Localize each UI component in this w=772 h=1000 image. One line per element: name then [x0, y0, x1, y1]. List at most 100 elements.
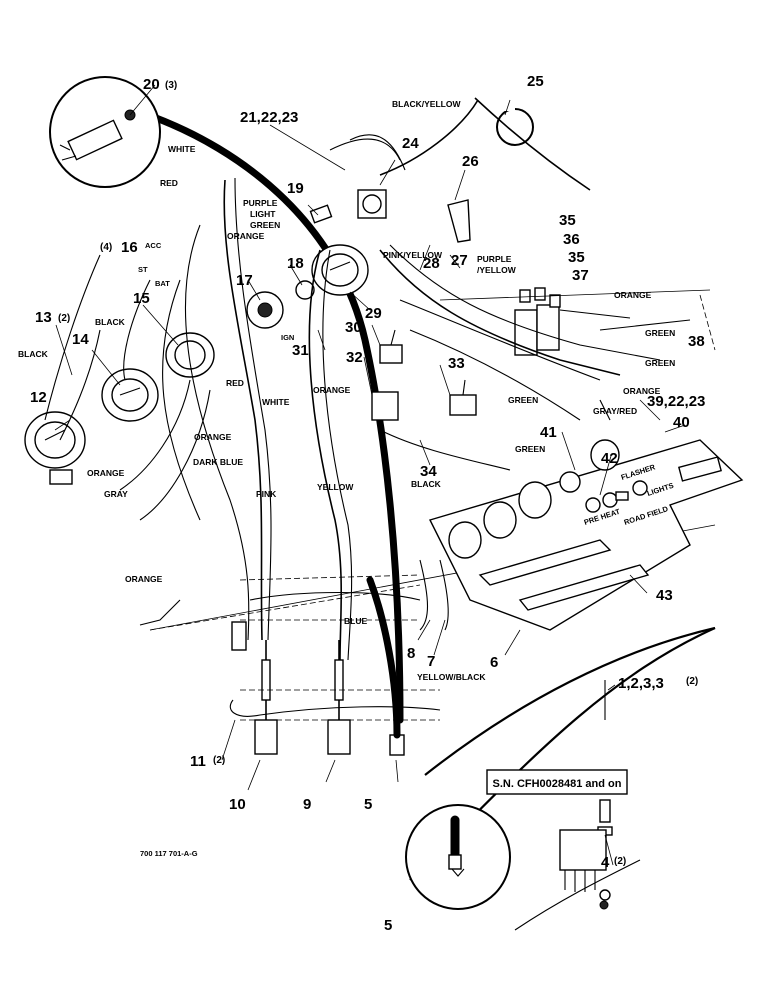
- callout-1-qty: (2): [686, 676, 698, 687]
- label-purple: PURPLE: [243, 198, 278, 208]
- callout-13: 13: [35, 309, 52, 326]
- gauge-29: [311, 244, 369, 296]
- label-orange-left: ORANGE: [194, 432, 232, 442]
- label-purple-yellow-2: /YELLOW: [477, 265, 517, 275]
- switch-18: [295, 280, 315, 300]
- switch-33: [449, 379, 477, 416]
- label-black-14: BLACK: [95, 317, 126, 327]
- callout-25: 25: [527, 73, 544, 90]
- label-orange-bottom: ORANGE: [125, 574, 163, 584]
- label-acc: ACC: [145, 241, 162, 250]
- callout-35-lower: 35: [568, 249, 585, 266]
- callout-19: 19: [287, 180, 304, 197]
- callout-40: 40: [673, 414, 690, 431]
- switch-30: [379, 329, 403, 364]
- label-green-mid: GREEN: [645, 358, 675, 368]
- label-orange-12: ORANGE: [87, 468, 125, 478]
- callout-26: 26: [462, 153, 479, 170]
- label-light: LIGHT: [250, 209, 276, 219]
- label-red-center: RED: [226, 378, 244, 388]
- callout-numbers: 20 (3) 25 21,22,23 24 26 19 16 (4) 18 28…: [30, 73, 705, 934]
- serial-number-label: S.N. CFH0028481 and on: [493, 778, 622, 790]
- callout-10: 10: [229, 796, 246, 813]
- label-st: ST: [138, 265, 148, 274]
- leader-lines: [54, 84, 686, 866]
- callout-6: 6: [490, 654, 498, 671]
- label-white-top: WHITE: [168, 144, 196, 154]
- callout-30: 30: [345, 319, 362, 336]
- callout-43: 43: [656, 587, 673, 604]
- callout-29: 29: [365, 305, 382, 322]
- label-orange-center: ORANGE: [313, 385, 351, 395]
- callout-34: 34: [420, 463, 437, 480]
- callout-31: 31: [292, 342, 309, 359]
- callout-38: 38: [688, 333, 705, 350]
- flasher-32: [371, 391, 399, 421]
- label-white-center: WHITE: [262, 397, 290, 407]
- label-green-lower: GREEN: [508, 395, 538, 405]
- callout-16: 16: [121, 239, 138, 256]
- callout-4: 4: [601, 854, 610, 871]
- label-pink: PINK: [256, 489, 277, 499]
- label-green-panel: GREEN: [515, 444, 545, 454]
- callout-11-qty: (2): [213, 755, 225, 766]
- label-purple-yellow-1: PURPLE: [477, 254, 512, 264]
- callout-16-qty: (4): [100, 242, 112, 253]
- callout-39: 39,22,23: [647, 393, 705, 410]
- label-yellow-black: YELLOW/BLACK: [417, 672, 486, 682]
- detail-circle-5: [405, 804, 511, 910]
- callout-7: 7: [427, 653, 435, 670]
- serial-box: S.N. CFH0028481 and on: [486, 769, 628, 795]
- callout-9: 9: [303, 796, 311, 813]
- label-ign: IGN: [281, 333, 294, 342]
- connector-9: [327, 640, 351, 755]
- callout-42: 42: [601, 450, 618, 467]
- gauge-14: [101, 368, 159, 422]
- label-red-top: RED: [160, 178, 178, 188]
- cable-5: [366, 576, 401, 739]
- callout-11: 11: [190, 753, 206, 770]
- callout-35-top: 35: [559, 212, 576, 229]
- callout-1: 1,2,3,3: [618, 675, 664, 692]
- figure-code: 700 117 701-A-G: [140, 849, 198, 858]
- socket-24: [357, 189, 387, 219]
- callout-21: 21,22,23: [240, 109, 298, 126]
- label-gray-red: GRAY/RED: [593, 406, 637, 416]
- detail-circle-20: [49, 76, 161, 188]
- snap-ring-25: [496, 105, 534, 146]
- connector-10: [254, 640, 278, 755]
- callout-12: 12: [30, 389, 47, 406]
- switch-19: [309, 204, 333, 224]
- relay-block: [514, 287, 561, 356]
- label-yellow: YELLOW: [317, 482, 354, 492]
- callout-27: 27: [451, 252, 468, 269]
- label-black-yellow: BLACK/YELLOW: [392, 99, 461, 109]
- wire-harness: [44, 134, 691, 717]
- callout-37: 37: [572, 267, 589, 284]
- dash-panel-43: [429, 439, 744, 631]
- callout-18: 18: [287, 255, 304, 272]
- callout-17: 17: [236, 272, 253, 289]
- label-green-right: GREEN: [645, 328, 675, 338]
- callout-33: 33: [448, 355, 465, 372]
- callout-5-detail: 5: [384, 917, 392, 934]
- callout-8: 8: [407, 645, 415, 662]
- label-black-34: BLACK: [411, 479, 442, 489]
- callout-14: 14: [72, 331, 89, 348]
- callout-20-qty: (3): [165, 80, 177, 91]
- label-green-top: GREEN: [250, 220, 280, 230]
- label-blue: BLUE: [344, 616, 367, 626]
- callout-5-main: 5: [364, 796, 372, 813]
- callout-36: 36: [563, 231, 580, 248]
- callout-13-qty: (2): [58, 313, 70, 324]
- label-black-left: BLACK: [18, 349, 49, 359]
- label-orange-top: ORANGE: [227, 231, 265, 241]
- label-bat: BAT: [155, 279, 170, 288]
- callout-41: 41: [540, 424, 557, 441]
- label-pink-yellow: PINK/YELLOW: [383, 250, 443, 260]
- gauge-15: [165, 332, 215, 378]
- label-gray: GRAY: [104, 489, 128, 499]
- callout-28: 28: [423, 255, 440, 272]
- connector-small-left: [231, 621, 247, 651]
